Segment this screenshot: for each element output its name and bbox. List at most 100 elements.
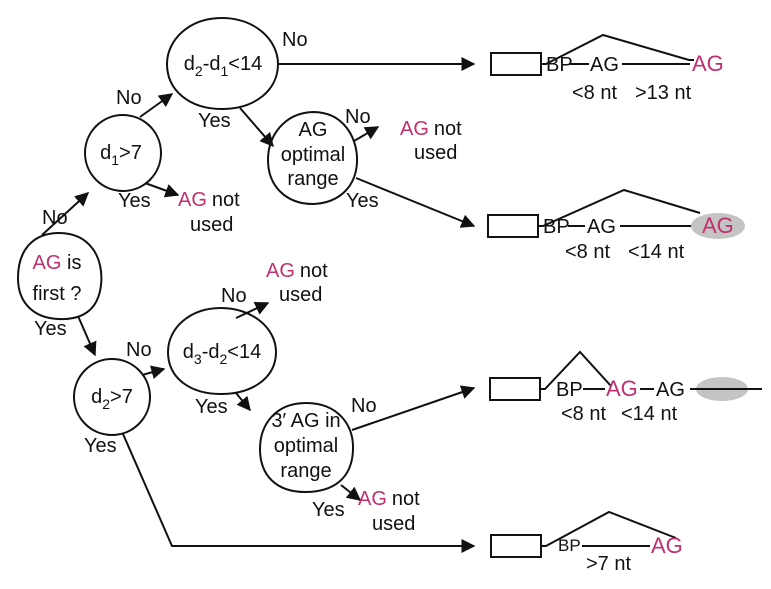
arrow-3prime-to-notused (340, 484, 362, 501)
node-ag-optimal-range: AG optimal range (266, 110, 359, 206)
node-d2-minus-d1-d: d (184, 53, 195, 75)
selected-ag-label: AG (606, 376, 638, 401)
intron-line (538, 188, 701, 227)
highlight-ellipse (691, 213, 745, 239)
svg-text:d2>7: d2>7 (91, 386, 133, 412)
node-ag-optimal-range-line3: range (287, 168, 338, 190)
intron-line (540, 350, 612, 390)
label-yes-3prime: Yes (312, 499, 345, 521)
label-yes-start: Yes (34, 318, 67, 340)
node-d3-minus-d2-rest: <14 (227, 341, 261, 363)
svg-text:d1>7: d1>7 (100, 142, 142, 168)
node-d2-minus-d1-s2: 1 (220, 63, 228, 79)
outcome-4: BP AG >7 nt (490, 510, 683, 575)
label-no-3prime: No (351, 395, 377, 417)
ag-label: AG (587, 216, 616, 238)
exon-box (490, 534, 542, 558)
arrow-3prime-to-outcome3 (351, 385, 476, 431)
outcome-3: BP AG AG <8 nt <14 nt (489, 350, 762, 425)
ag-label: AG (590, 54, 619, 76)
arrow-start-to-d2 (77, 315, 97, 357)
node-d2-test-rest: >7 (110, 386, 133, 408)
bp-label: BP (556, 379, 583, 401)
node-ag-is-first-line1: is (61, 252, 81, 274)
exon-box (490, 52, 542, 76)
svg-text:used: used (372, 513, 415, 535)
svg-text:AG is: AG is (33, 252, 82, 274)
label-yes-d2: Yes (84, 435, 117, 457)
svg-text:d2-d1<14: d2-d1<14 (184, 53, 262, 79)
distance-2: <14 nt (621, 403, 678, 425)
node-d2-test: d2>7 (73, 358, 151, 436)
node-d1-test: d1>7 (84, 114, 162, 192)
node-ag-is-first-line2: first ? (33, 283, 82, 305)
node-d3-minus-d2-d: d (183, 341, 194, 363)
node-d3-minus-d2-s2: 2 (219, 351, 227, 367)
node-d3-minus-d2: d3-d2<14 (166, 306, 278, 396)
node-d2-minus-d1-s1: 2 (195, 63, 203, 79)
node-d2-minus-d1: d2-d1<14 (165, 16, 280, 111)
arrow-diff32-to-3prime (235, 392, 251, 412)
distance-2: <14 nt (628, 241, 685, 263)
outcome-2: BP AG AG <8 nt <14 nt (487, 188, 745, 263)
arrow-diff32-to-notused (235, 302, 270, 319)
label-no-optimal1: No (345, 106, 371, 128)
label-yes-diff21: Yes (198, 110, 231, 132)
node-ag-is-first: AG is first ? (16, 231, 103, 321)
node-ag-is-first-ag: AG (33, 252, 62, 274)
node-d1-test-rest: >7 (119, 142, 142, 164)
node-3prime-ag-line3: range (280, 460, 331, 482)
svg-text:used: used (279, 284, 322, 306)
node-d2-test-d: d (91, 386, 102, 408)
bp-label: BP (558, 536, 581, 555)
distance-1: <8 nt (572, 82, 617, 104)
node-d1-test-sub: 1 (111, 152, 119, 168)
ag-label: AG (656, 379, 685, 401)
node-d2-minus-d1-rest: <14 (228, 53, 262, 75)
arrow-d1-to-notused (144, 182, 180, 198)
svg-text:used: used (414, 142, 457, 164)
distance-1: >7 nt (586, 553, 631, 575)
intron-line (541, 33, 694, 65)
node-3prime-ag-optimal-range: 3′ AG in optimal range (258, 401, 355, 494)
node-ag-optimal-range-ag: AG (299, 119, 328, 141)
label-yes-optimal1: Yes (346, 190, 379, 212)
distance-1: <8 nt (561, 403, 606, 425)
label-no-d2: No (126, 339, 152, 361)
selected-ag-label: AG (702, 213, 734, 238)
arrow-optimal-to-outcome2 (355, 177, 476, 228)
svg-text:d3-d2<14: d3-d2<14 (183, 341, 261, 367)
node-d3-minus-d2-s1: 3 (194, 351, 202, 367)
node-3prime-ag-line1: 3′ AG in (271, 410, 340, 432)
node-ag-optimal-range-line2: optimal (281, 144, 345, 166)
outcome-1: BP AG AG <8 nt >13 nt (490, 33, 724, 104)
arrow-optimal-to-notused (353, 126, 380, 142)
label-no-diff21: No (282, 29, 308, 51)
label-no-d1: No (116, 87, 142, 109)
arrow-d2-to-outcome4 (122, 433, 476, 553)
label-yes-diff32: Yes (195, 396, 228, 418)
node-d1-test-d: d (100, 142, 111, 164)
svg-text:used: used (190, 214, 233, 236)
node-d2-test-sub: 2 (102, 396, 110, 412)
bp-label: BP (543, 216, 570, 238)
selected-ag-label: AG (692, 51, 724, 76)
bp-label: BP (546, 54, 573, 76)
label-no-start: No (42, 207, 68, 229)
selected-ag-label: AG (651, 533, 683, 558)
arrow-d1-to-diff21 (139, 93, 174, 118)
node-3prime-ag-line2: optimal (274, 435, 338, 457)
arrow-diff21-to-optimal (239, 107, 274, 148)
node-d3-minus-d2-mid: -d (202, 341, 220, 363)
intron-line (541, 510, 677, 547)
distance-1: <8 nt (565, 241, 610, 263)
exon-box (489, 377, 541, 401)
